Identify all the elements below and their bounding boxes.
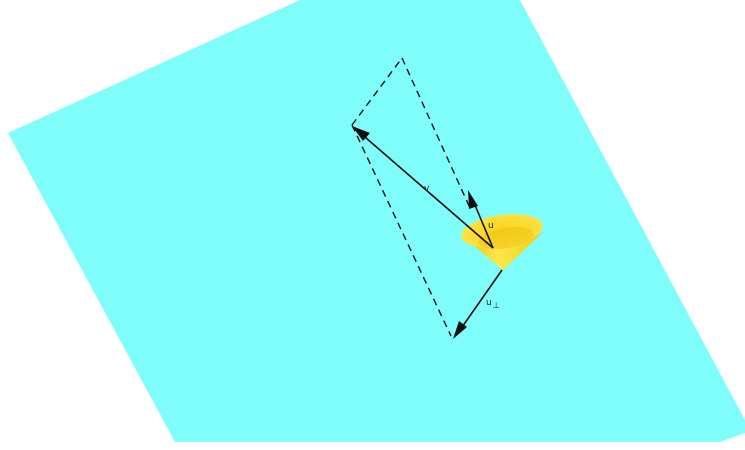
vectors <box>352 126 503 339</box>
label-u: u <box>488 221 494 231</box>
vector-u-perp-arrowhead <box>453 321 467 339</box>
vector-u-perp-shaft <box>459 269 503 331</box>
label-perp-symbol: ⊥ <box>493 301 500 310</box>
vector-v-arrowhead <box>352 126 370 141</box>
dashed-edge-right <box>401 57 471 209</box>
cone <box>460 214 543 270</box>
label-v: v <box>424 184 430 194</box>
vector-v-shaft <box>357 130 494 249</box>
vector-u-arrowhead <box>468 190 478 209</box>
plane <box>8 0 745 442</box>
cone-body <box>460 232 543 270</box>
label-u-perp-letter: u <box>486 298 492 308</box>
dashed-edge-left <box>351 124 452 337</box>
dashed-parallelogram <box>351 57 471 337</box>
cone-inner-shade <box>478 227 534 249</box>
label-u-perp: u⊥ <box>486 298 500 310</box>
dashed-edge-top <box>351 57 403 126</box>
